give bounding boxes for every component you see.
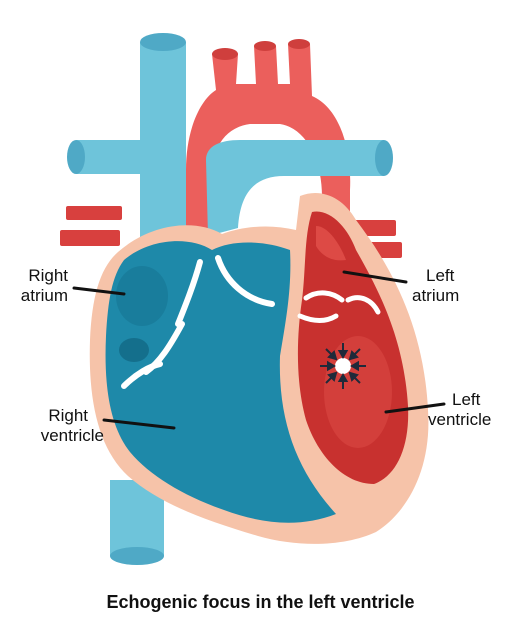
label-left-ventricle-line2: ventricle <box>428 410 492 429</box>
leader-right-atrium <box>72 286 126 296</box>
left-atrium-highlight <box>316 226 346 261</box>
leader-left-atrium <box>342 270 408 284</box>
pulmonary-arteries-left <box>60 206 122 246</box>
aorta <box>186 39 351 230</box>
right-atrium-shadow <box>116 266 168 326</box>
mitral-valve <box>297 290 381 323</box>
pulmonary-trunk <box>206 140 393 236</box>
right-chambers <box>105 241 336 523</box>
coronary-sinus-opening <box>119 338 149 362</box>
vena-cava <box>110 33 186 565</box>
label-right-ventricle-line1: Right <box>48 406 88 425</box>
leader-left-ventricle <box>384 402 446 414</box>
label-left-ventricle: Left ventricle <box>428 390 514 430</box>
label-right-atrium-line2: atrium <box>20 286 68 305</box>
echogenic-focus-arrows <box>320 343 366 389</box>
label-right-atrium: Right atrium <box>8 266 68 306</box>
pulmonary-artery-left-branch <box>67 140 150 174</box>
label-right-ventricle-line2: ventricle <box>40 426 104 445</box>
figure-caption: Echogenic focus in the left ventricle <box>106 592 415 612</box>
label-left-atrium-line1: Left <box>426 266 455 285</box>
label-right-ventricle: Right ventricle <box>8 406 104 446</box>
leader-right-ventricle <box>102 418 176 430</box>
label-left-atrium-line2: atrium <box>412 286 460 305</box>
label-left-atrium: Left atrium <box>412 266 492 306</box>
label-leader-lines <box>72 270 446 430</box>
echogenic-focus-spot <box>335 358 351 374</box>
tricuspid-valve <box>121 255 275 389</box>
label-right-atrium-line1: Right <box>28 266 68 285</box>
label-left-ventricle-line1: Left <box>452 390 481 409</box>
